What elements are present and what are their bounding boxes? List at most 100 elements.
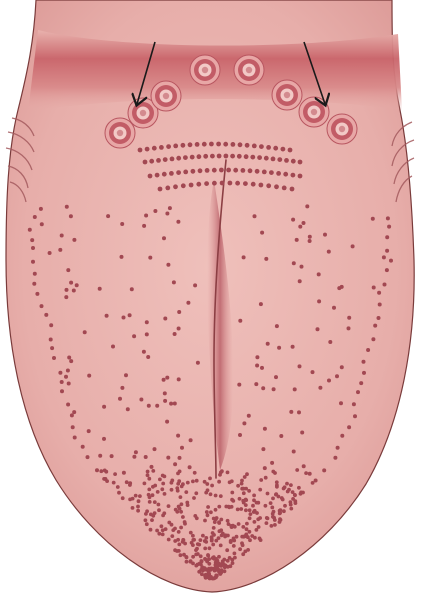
- papilla-dot: [232, 544, 236, 548]
- papilla-dot: [292, 450, 296, 454]
- papilla-dot: [238, 319, 242, 323]
- papilla-dot: [377, 316, 381, 320]
- papilla-dot: [252, 144, 257, 149]
- papilla-dot: [212, 168, 217, 173]
- papilla-dot: [273, 523, 277, 527]
- papilla-dot: [165, 212, 169, 216]
- papilla-dot: [271, 470, 275, 474]
- papilla-dot: [176, 434, 180, 438]
- papilla-dot: [248, 530, 252, 534]
- papilla-dot: [262, 170, 267, 175]
- papilla-dot: [289, 500, 293, 504]
- papilla-dot: [199, 538, 203, 542]
- papilla-dot: [35, 292, 39, 296]
- papilla-dot: [304, 471, 308, 475]
- papilla-dot: [260, 231, 264, 235]
- papilla-dot: [217, 505, 221, 509]
- papilla-dot: [165, 376, 169, 380]
- papilla-dot: [189, 438, 193, 442]
- papilla-dot: [194, 491, 198, 495]
- papilla-dot: [28, 228, 32, 232]
- papilla-dot: [226, 559, 230, 563]
- papilla-dot: [285, 482, 289, 486]
- papilla-dot: [253, 520, 257, 524]
- papilla-dot: [275, 480, 279, 484]
- papilla-dot: [170, 479, 174, 483]
- papilla-dot: [249, 512, 253, 516]
- papilla-dot: [120, 255, 124, 259]
- papilla-dot: [148, 256, 152, 260]
- papilla-dot: [65, 288, 69, 292]
- papilla-dot: [318, 386, 322, 390]
- papilla-dot: [190, 155, 195, 160]
- papilla-dot: [245, 527, 249, 531]
- vallate-papilla: [151, 81, 181, 111]
- papilla-dot: [219, 168, 224, 173]
- papilla-dot: [273, 146, 278, 151]
- papilla-dot: [266, 492, 270, 496]
- papilla-dot: [205, 168, 210, 173]
- papilla-dot: [283, 172, 288, 177]
- papilla-dot: [173, 144, 178, 149]
- papilla-dot: [327, 379, 331, 383]
- papilla-dot: [228, 480, 232, 484]
- papilla-dot: [159, 145, 164, 150]
- papilla-dot: [116, 485, 120, 489]
- papilla-dot: [191, 555, 195, 559]
- papilla-dot: [241, 525, 245, 529]
- papilla-dot: [70, 413, 74, 417]
- papilla-dot: [120, 222, 124, 226]
- papilla-dot: [258, 488, 262, 492]
- papilla-dot: [308, 235, 312, 239]
- papilla-dot: [117, 491, 121, 495]
- papilla-dot: [213, 520, 217, 524]
- papilla-dot: [161, 528, 165, 532]
- papilla-dot: [335, 374, 339, 378]
- papilla-dot: [225, 548, 229, 552]
- papilla-dot: [340, 434, 344, 438]
- papilla-dot: [180, 485, 184, 489]
- papilla-dot: [32, 282, 36, 286]
- papilla-dot: [230, 498, 234, 502]
- papilla-dot: [274, 184, 279, 189]
- papilla-dot: [66, 403, 70, 407]
- papilla-dot: [148, 495, 152, 499]
- papilla-dot: [205, 482, 209, 486]
- papilla-dot: [175, 510, 179, 514]
- papilla-dot: [385, 235, 389, 239]
- papilla-dot: [244, 498, 248, 502]
- papilla-dot: [286, 490, 290, 494]
- papilla-dot: [158, 187, 163, 192]
- papilla-dot: [226, 471, 230, 475]
- papilla-dot: [211, 543, 215, 547]
- papilla-dot: [233, 552, 237, 556]
- papilla-dot: [69, 214, 73, 218]
- papilla-dot: [205, 568, 209, 572]
- papilla-dot: [259, 478, 263, 482]
- papilla-dot: [385, 268, 389, 272]
- papilla-dot: [300, 265, 304, 269]
- papilla-dot: [244, 508, 248, 512]
- papilla-dot: [191, 169, 196, 174]
- papilla-dot: [162, 511, 166, 515]
- papilla-dot: [163, 157, 168, 162]
- papilla-dot: [253, 214, 257, 218]
- papilla-dot: [210, 484, 214, 488]
- papilla-dot: [188, 465, 192, 469]
- papilla-dot: [104, 470, 108, 474]
- papilla-dot: [147, 488, 151, 492]
- papilla-dot: [292, 261, 296, 265]
- papilla-dot: [254, 382, 258, 386]
- papilla-dot: [58, 248, 62, 252]
- papilla-dot: [73, 436, 77, 440]
- vallate-papilla: [105, 118, 135, 148]
- papilla-dot: [255, 364, 259, 368]
- papilla-dot: [219, 494, 223, 498]
- papilla-dot: [33, 272, 37, 276]
- papilla-dot: [169, 171, 174, 176]
- papilla-dot: [176, 482, 180, 486]
- papilla-dot: [263, 466, 267, 470]
- papilla-dot: [69, 281, 73, 285]
- papilla-dot: [224, 154, 229, 159]
- papilla-dot: [197, 154, 202, 159]
